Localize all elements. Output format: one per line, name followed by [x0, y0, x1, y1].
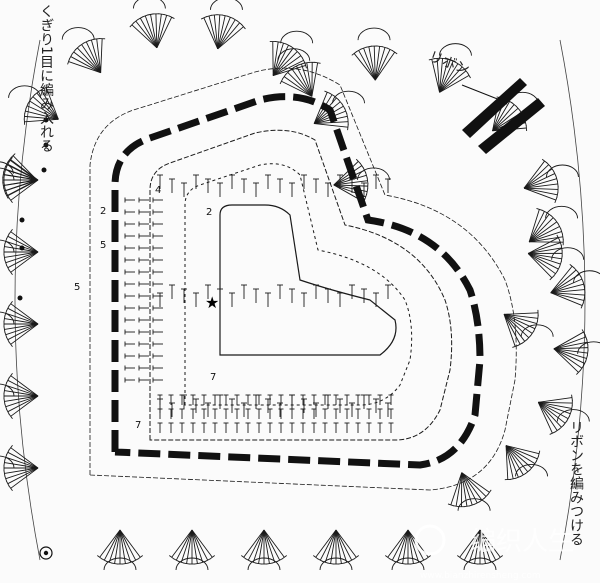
ribbon-path	[111, 93, 484, 469]
watermark: 编织人生 www.bianzhirensheng.com	[414, 524, 574, 581]
row-number-2: 2	[100, 206, 106, 217]
row-number-5b: 5	[74, 282, 80, 293]
start-target-icon	[39, 546, 53, 560]
watermark-url: www.bianzhirensheng.com	[420, 571, 541, 581]
ribbon-tails	[462, 78, 545, 154]
watermark-brand: 编织人生	[470, 527, 574, 557]
annotation-top-left: くぎり1目に編み入れる	[38, 4, 54, 153]
row-number-2b: 2	[206, 207, 212, 218]
heart-rows	[89, 67, 517, 491]
start-star-icon: ★	[205, 293, 219, 312]
center-heart	[219, 204, 397, 356]
annotation-ribbon: リボン	[427, 49, 472, 78]
row-number-4: 4	[155, 185, 161, 196]
annotation-bottom-right: リボンを編みつける	[568, 420, 584, 546]
outer-guide-right	[559, 39, 586, 561]
left-markers	[17, 117, 49, 301]
row-number-7b: 7	[135, 420, 141, 431]
ribbon-leader-line	[461, 84, 501, 101]
row-number-5: 5	[100, 240, 106, 251]
row-number-7: 7	[210, 372, 216, 383]
